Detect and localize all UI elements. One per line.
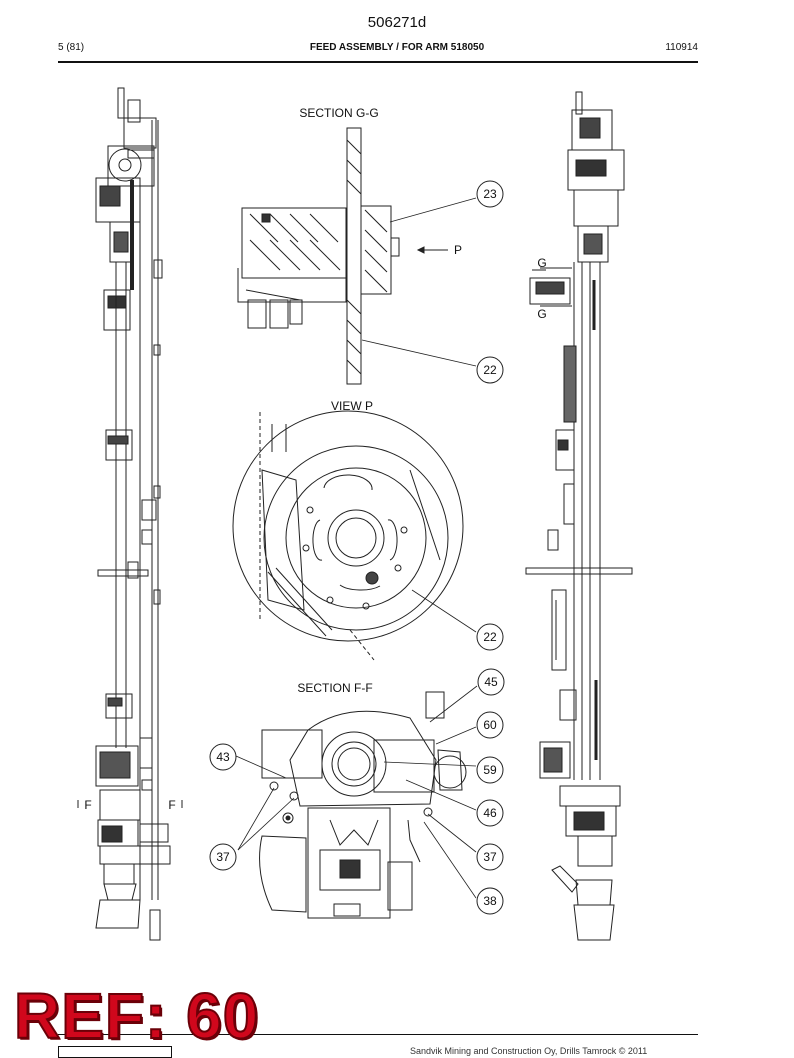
callout-37-left-label: 37 — [216, 850, 230, 864]
date-code: 110914 — [665, 42, 698, 53]
page-title: FEED ASSEMBLY / FOR ARM 518050 — [309, 42, 485, 53]
marker-g-bottom: G — [537, 307, 546, 321]
callout-59 — [476, 756, 504, 784]
page-number: 5 (81) — [58, 42, 85, 53]
marker-p: P — [454, 243, 462, 257]
callout-38 — [476, 887, 504, 915]
marker-f-left: F — [84, 798, 91, 812]
marker-f-right: F — [168, 798, 175, 812]
callout-43 — [209, 743, 237, 771]
reference-badge: REF: 60 — [13, 980, 260, 1052]
callout-23-label: 23 — [483, 187, 497, 201]
callout-60-label: 60 — [483, 718, 497, 732]
callout-22-mid — [476, 623, 504, 651]
callout-22-top-label: 22 — [483, 363, 497, 377]
callout-46-label: 46 — [483, 806, 497, 820]
section-gg-drawing — [237, 127, 400, 385]
callout-22-top — [476, 356, 504, 384]
callout-22-mid-label: 22 — [483, 630, 497, 644]
callout-37-right-label: 37 — [483, 850, 497, 864]
footer-copyright: Sandvik Mining and Construction Oy, Dril… — [410, 1046, 648, 1056]
callout-60 — [476, 711, 504, 739]
callout-37-right — [476, 843, 504, 871]
section-ff-title: SECTION F-F — [297, 681, 372, 695]
callout-43-label: 43 — [216, 750, 230, 764]
marker-g-top: G — [537, 256, 546, 270]
callout-38-label: 38 — [483, 894, 497, 908]
callout-37-left — [209, 843, 237, 871]
company-logo — [58, 1046, 172, 1058]
footer-rule — [58, 1034, 698, 1035]
section-ff-drawing — [259, 691, 467, 919]
left-feed-drawing — [95, 87, 171, 941]
callout-46 — [476, 799, 504, 827]
callout-45 — [477, 668, 505, 696]
section-gg-title: SECTION G-G — [299, 106, 378, 120]
marker-arrows — [77, 246, 546, 808]
callout-59-label: 59 — [483, 763, 497, 777]
callout-45-label: 45 — [484, 675, 498, 689]
view-p-drawing — [232, 410, 464, 661]
document-number: 506271d — [367, 14, 427, 31]
header-rule — [58, 61, 698, 63]
right-feed-drawing — [525, 91, 633, 941]
view-p-title: VIEW P — [331, 399, 373, 413]
callout-leaders — [235, 197, 478, 899]
callout-23 — [476, 180, 504, 208]
